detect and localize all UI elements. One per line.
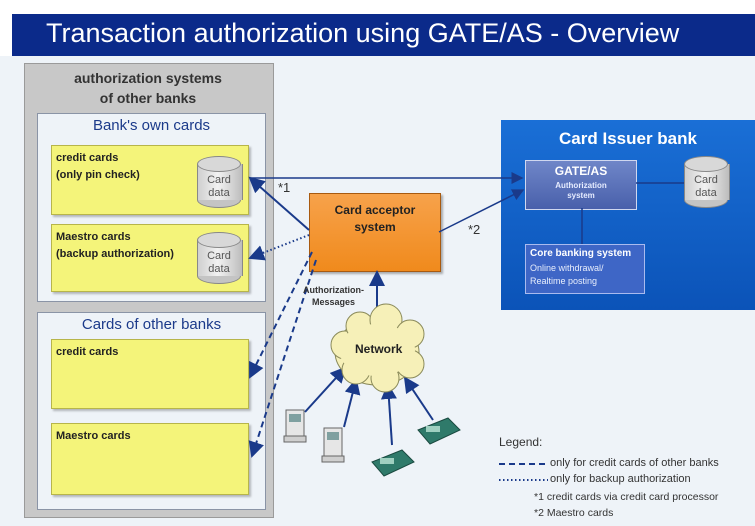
legend-title: Legend: <box>499 435 543 449</box>
card-acceptor-line1: Card acceptor <box>334 203 416 217</box>
other-credit-cards-box: credit cards <box>51 339 249 409</box>
issuer-db-line1: Card <box>694 174 718 186</box>
line-acceptor-maestro-dotted <box>248 234 310 261</box>
title-band <box>12 14 755 56</box>
legend-dotted-text: only for backup authorization <box>550 473 691 485</box>
other-banks-heading: authorization systems of other banks <box>24 68 272 108</box>
gate-as-title: GATE/AS <box>554 164 608 178</box>
line-acceptor-gate <box>438 189 525 233</box>
card-acceptor-line2: system <box>354 220 396 234</box>
own-credit-cards-text: credit cards (only pin check) <box>56 150 140 184</box>
atm-terminal-1-icon <box>283 409 307 443</box>
line-acceptor-credit <box>248 176 310 231</box>
gate-as-sub-line1: Authorization <box>555 181 607 190</box>
other-banks-heading-line1: authorization systems <box>74 70 222 86</box>
own-credit-cards-line1: credit cards <box>56 152 119 164</box>
line-terminal2-network <box>343 378 361 428</box>
line-terminal3-network <box>380 383 397 446</box>
auth-messages-line1: Authorization- <box>303 285 364 295</box>
other-cards-title: Cards of other banks <box>81 316 222 333</box>
card-acceptor-text: Card acceptor system <box>310 202 440 236</box>
line-acceptor-other-credit-dashed <box>249 251 313 379</box>
pos-terminal-2-icon <box>417 417 461 445</box>
line-terminal1-network <box>304 366 347 413</box>
own-maestro-cards-text: Maestro cards (backup authorization) <box>56 229 174 263</box>
legend-note-1: *1 credit cards via credit card processo… <box>534 491 719 503</box>
issuer-card-data-db: Card data <box>684 156 730 208</box>
legend-dashed-text: only for credit cards of other banks <box>550 457 719 469</box>
card-issuer-title: Card Issuer bank <box>559 129 697 148</box>
gate-as-subtitle: Authorization system <box>526 181 636 201</box>
other-maestro-cards-box: Maestro cards <box>51 423 249 495</box>
diagram-title: Transaction authorization using GATE/AS … <box>46 18 680 48</box>
own-credit-cards-line2: (only pin check) <box>56 169 140 181</box>
network-cloud <box>330 303 425 393</box>
other-banks-heading-line2: of other banks <box>99 90 197 106</box>
authorization-messages-label: Authorization- Messages <box>303 284 364 308</box>
marker-1: *1 <box>278 180 291 195</box>
card-acceptor-system: Card acceptor system <box>309 193 441 272</box>
gate-as-sub-line2: system <box>567 191 595 200</box>
network-label: Network <box>355 342 403 356</box>
line-acceptor-other-maestro-dashed <box>248 259 317 458</box>
card-data-db-maestro-label: Card data <box>197 250 241 276</box>
core-banking-box: Core banking system Online withdrawal/ R… <box>525 244 645 294</box>
core-banking-line2: Realtime posting <box>530 276 598 286</box>
issuer-db-line2: data <box>695 187 717 199</box>
marker-2: *2 <box>468 222 481 237</box>
legend-note-2: *2 Maestro cards <box>534 507 614 519</box>
db-label-line2: data <box>208 187 230 199</box>
pos-terminal-1-icon <box>371 449 415 477</box>
other-credit-cards-text: credit cards <box>56 346 119 358</box>
atm-terminal-2-icon <box>321 427 345 463</box>
own-cards-title: Bank's own cards <box>92 117 211 134</box>
core-banking-line1: Online withdrawal/ <box>530 263 604 273</box>
own-maestro-cards-line1: Maestro cards <box>56 231 131 243</box>
other-maestro-cards-text: Maestro cards <box>56 430 131 442</box>
db-label-line1: Card <box>207 174 231 186</box>
db-label-line1: Card <box>207 250 231 262</box>
card-data-db-credit: Card data <box>197 156 243 208</box>
card-data-db-credit-label: Card data <box>197 174 241 200</box>
auth-messages-line2: Messages <box>311 297 356 307</box>
card-data-db-maestro: Card data <box>197 232 243 284</box>
gate-as-box: GATE/AS Authorization system <box>525 160 637 210</box>
line-terminal4-network <box>403 376 434 421</box>
issuer-card-data-label: Card data <box>684 174 728 200</box>
db-label-line2: data <box>208 263 230 275</box>
core-banking-title: Core banking system <box>530 248 632 259</box>
own-maestro-cards-line2: (backup authorization) <box>56 248 174 260</box>
